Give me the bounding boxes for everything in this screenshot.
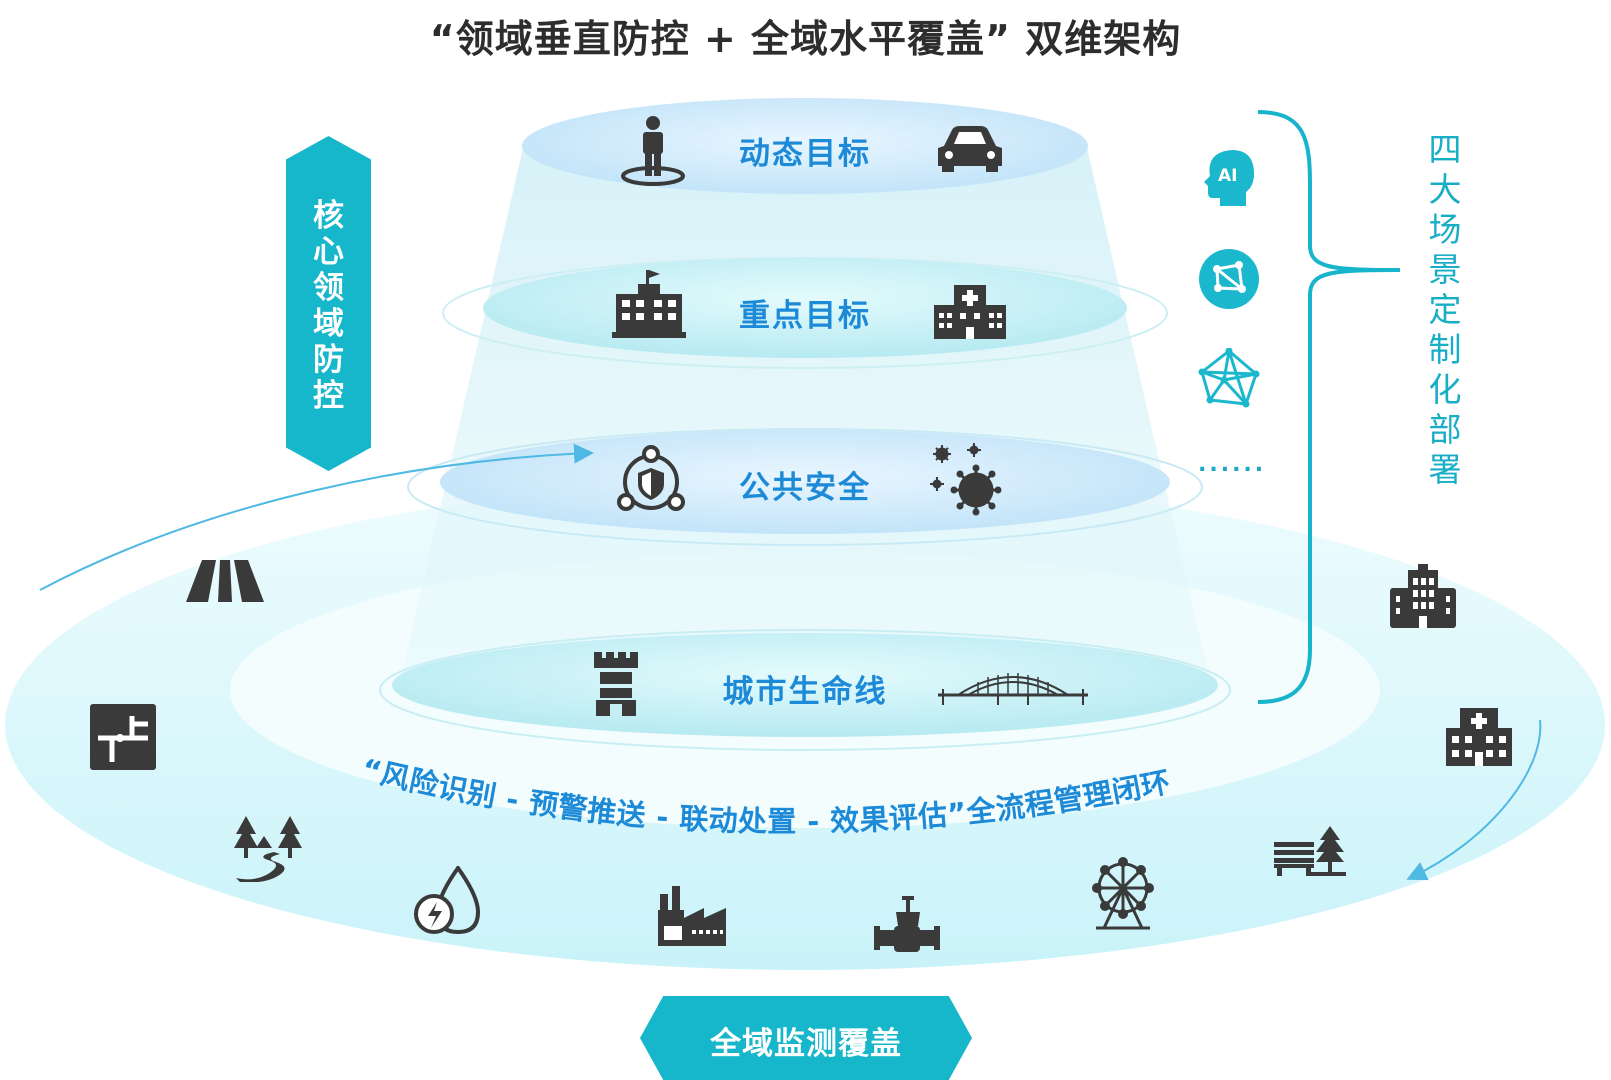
- core-domain-label: 核心领域防控: [286, 136, 371, 471]
- more-scenarios-ellipsis: ......: [1198, 452, 1267, 477]
- car-icon: [938, 126, 1002, 172]
- highrise-icon: [1390, 564, 1456, 628]
- ferris-wheel-icon: [1092, 857, 1154, 930]
- person-icon: [621, 116, 685, 186]
- factory-icon: [658, 886, 726, 946]
- road-icon: [186, 560, 264, 602]
- right-bracket: [1257, 110, 1401, 704]
- mesh-network-icon: [1198, 348, 1260, 408]
- pipe-network-icon: [90, 704, 156, 770]
- bridge-icon: [938, 673, 1088, 705]
- layer-label-public-safety: 公共安全: [739, 470, 871, 506]
- ai-head-icon: AI: [1204, 150, 1254, 206]
- global-monitoring-banner: 全域监测覆盖: [640, 996, 972, 1080]
- layer-label-dynamic-target: 动态目标: [739, 136, 871, 172]
- water-drop-icon: [414, 866, 481, 935]
- virus-icon: [930, 443, 1002, 516]
- hospital-building-icon: [934, 285, 1006, 339]
- layer-label-key-target: 重点目标: [739, 298, 871, 334]
- layer3-halo: [407, 428, 1203, 546]
- shield-network-icon: [617, 445, 685, 511]
- hospital-icon: [1446, 708, 1512, 766]
- ring-arrow-out: [1406, 719, 1542, 881]
- network-circle-icon: [1199, 249, 1259, 309]
- layer4-halo: [379, 629, 1231, 751]
- park-bench-icon: [1274, 826, 1346, 876]
- ring-arrow-in: [39, 443, 594, 591]
- page-title: “领域垂直防控 + 全域水平覆盖” 双维架构: [429, 17, 1182, 61]
- global-monitoring-banner-text: 全域监测覆盖: [710, 1026, 902, 1062]
- valve-icon: [874, 896, 940, 952]
- layer-label-lifeline: 城市生命线: [722, 674, 888, 710]
- tower-icon: [594, 652, 638, 716]
- forest-river-icon: [234, 816, 302, 882]
- svg-text:AI: AI: [1218, 166, 1237, 186]
- core-domain-label-text: 核心领域防控: [313, 198, 344, 414]
- cone-volume: [398, 148, 1212, 690]
- scenario-label-text: 四大场景定制化部署: [1428, 130, 1462, 489]
- government-building-icon: [612, 270, 686, 338]
